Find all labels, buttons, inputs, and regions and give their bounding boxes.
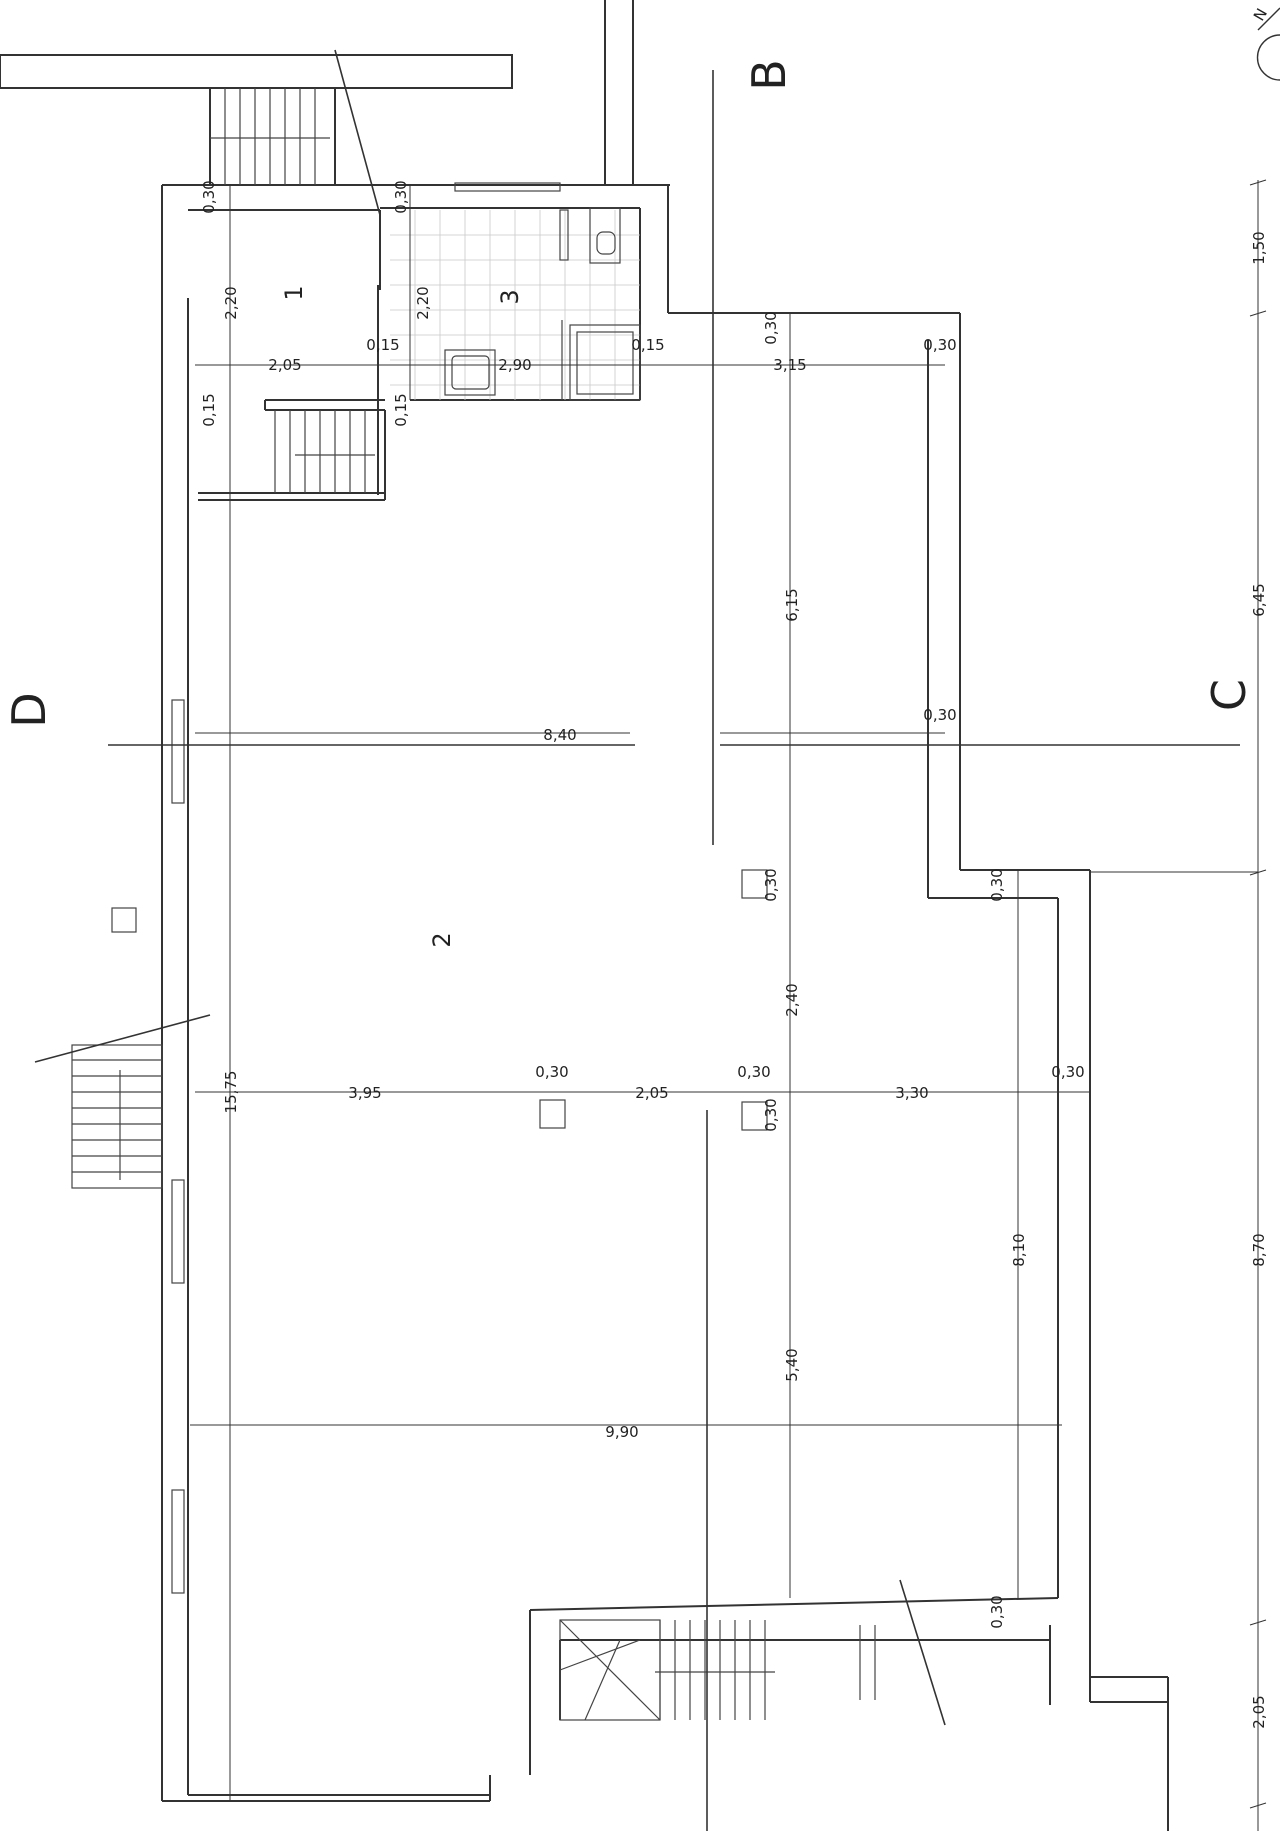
north-label: N (1250, 5, 1271, 24)
dim-label: 0,30 (762, 1098, 780, 1131)
dim-label: 0,30 (1051, 1063, 1084, 1081)
dim-label: 0,30 (923, 336, 956, 354)
columns (539, 869, 768, 1131)
upper-left-stair (0, 49, 513, 216)
section-label-d: D (2, 692, 56, 727)
dim-label: 6,45 (1250, 583, 1268, 616)
dim-label: 8,10 (1010, 1233, 1028, 1266)
dim-label: 8,70 (1250, 1233, 1268, 1266)
dim-label: 5,40 (783, 1348, 801, 1381)
windows (171, 699, 185, 1594)
dim-label: 3,95 (348, 1084, 381, 1102)
dim-label: 0,30 (737, 1063, 770, 1081)
dim-label: 8,40 (543, 726, 576, 744)
bathroom-fixtures (444, 182, 641, 401)
dim-label: 9,90 (605, 1423, 638, 1441)
room-label: 1 (280, 285, 308, 300)
dim-label: 0,30 (923, 706, 956, 724)
dim-label: 3,15 (773, 356, 806, 374)
section-label-c: C (1202, 679, 1256, 711)
dim-label: 6,15 (783, 588, 801, 621)
dimension-lines (190, 179, 1267, 1831)
dim-label: 2,05 (268, 356, 301, 374)
north-arrow-icon: N (1250, 5, 1280, 81)
dim-label: 2,20 (414, 286, 432, 319)
dim-label: 0,30 (988, 1595, 1006, 1628)
dim-label: 2,20 (222, 286, 240, 319)
dim-label: 1,50 (1250, 231, 1268, 264)
dim-label: 2,05 (635, 1084, 668, 1102)
dim-label: 0,30 (392, 180, 410, 213)
dim-label: 2,40 (783, 983, 801, 1016)
left-exterior-stair (34, 907, 211, 1189)
dim-label: 15,75 (222, 1071, 240, 1114)
dim-label: 0,15 (392, 393, 410, 426)
outer-walls (161, 0, 1169, 1831)
dim-label: 0,30 (762, 868, 780, 901)
interior-partitions (198, 210, 386, 501)
section-lines (108, 70, 1240, 1831)
dim-label: 0,15 (631, 336, 664, 354)
dim-label: 0,30 (535, 1063, 568, 1081)
dim-label: 0,30 (762, 311, 780, 344)
dim-label: 0,15 (200, 393, 218, 426)
room-label: 2 (428, 932, 456, 947)
bottom-stair (559, 1579, 946, 1726)
dim-label: 2,90 (498, 356, 531, 374)
dim-label: 2,05 (1250, 1695, 1268, 1728)
section-label-b: B (742, 59, 796, 91)
dim-label: 0,30 (988, 868, 1006, 901)
dim-label: 0,15 (366, 336, 399, 354)
room-label: 3 (496, 289, 524, 304)
dim-label: 0,30 (200, 180, 218, 213)
dimension-labels: 0,30 2,20 2,05 0,15 0,15 0,30 2,20 0,15 … (200, 180, 1268, 1728)
dim-label: 3,30 (895, 1084, 928, 1102)
